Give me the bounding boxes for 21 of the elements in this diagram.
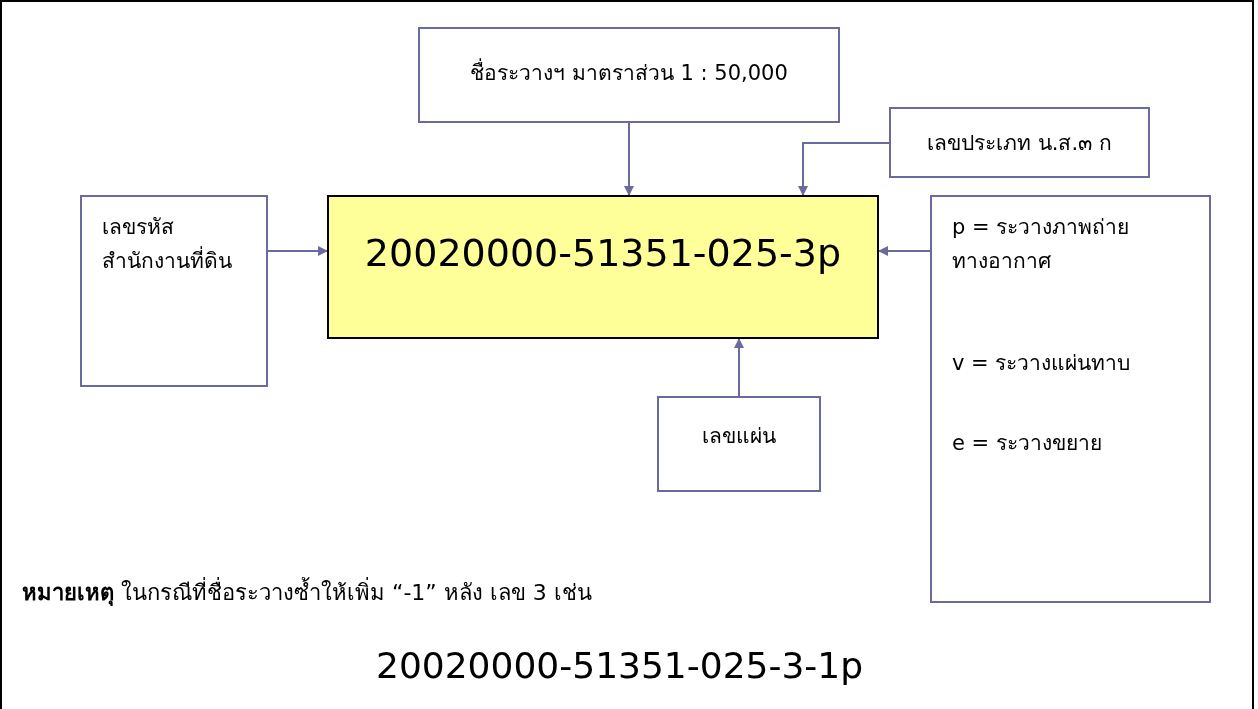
text-box <box>930 195 1211 603</box>
arrow <box>267 246 328 256</box>
box-text: e = ระวางขยาย <box>952 430 1102 457</box>
note-text: หมายเหตุ ในกรณีที่ชื่อระวางซ้ำให้เพิ่ม “-1” หลัง เลข 3 เช่น <box>22 575 592 610</box>
example-code: 20020000-51351-025-3-1p <box>376 645 864 686</box>
arrow <box>734 338 744 397</box>
arrow <box>878 246 931 256</box>
text-box <box>889 107 1150 178</box>
code-box <box>327 195 879 339</box>
text-box <box>80 195 268 387</box>
text-box <box>418 27 840 123</box>
box-text: เลขแผ่น <box>701 423 777 450</box>
box-text: v = ระวางแผ่นทาบ <box>952 350 1131 377</box>
box-text: p = ระวางภาพถ่าย ทางอากาศ <box>952 214 1131 275</box>
box-text: ชื่อระวางฯ มาตราส่วน 1 : 50,000 <box>420 57 838 91</box>
arrow <box>624 122 634 196</box>
box-text: เลขรหัส สำนักงานที่ดิน <box>102 214 232 275</box>
box-text: เลขประเภท น.ส.๓ ก <box>926 130 1113 157</box>
code-text: 20020000-51351-025-3p <box>363 230 843 277</box>
arrow <box>798 142 890 196</box>
text-box <box>657 396 821 492</box>
